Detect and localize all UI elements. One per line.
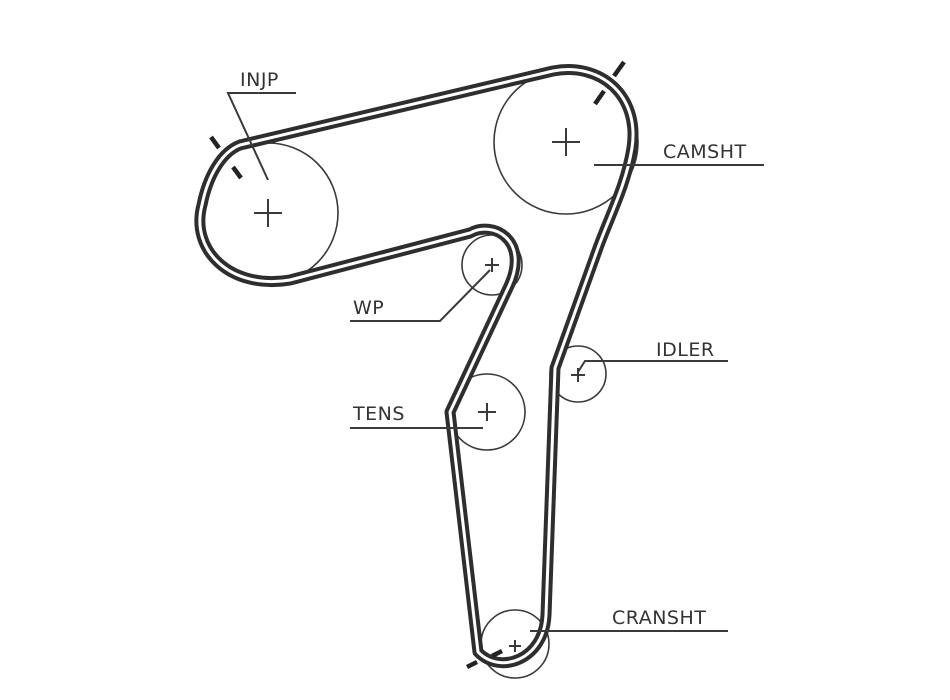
injp-leader <box>226 92 296 181</box>
crankshaft-center-cross <box>509 640 521 652</box>
injection-pump-timing-mark <box>209 135 243 180</box>
injection-pump-center-cross <box>254 199 282 227</box>
label-cransht: CRANSHT <box>612 607 706 629</box>
label-camsht: CAMSHT <box>663 141 747 163</box>
label-tens: TENS <box>352 403 405 425</box>
camshaft-timing-mark <box>593 60 626 106</box>
timing-belt-core <box>198 68 635 665</box>
label-injp: INJP <box>240 69 279 91</box>
label-idler: IDLER <box>656 339 715 361</box>
timing-belt <box>194 64 639 669</box>
idler-center-cross <box>571 368 585 382</box>
crankshaft-timing-mark <box>465 648 504 670</box>
label-wp: WP <box>353 297 384 319</box>
idler-leader <box>577 360 728 373</box>
camshaft-center-cross <box>552 128 580 156</box>
tensioner-center-cross <box>478 403 496 421</box>
water-pump-center-cross <box>485 258 499 272</box>
wp-leader <box>350 269 491 322</box>
